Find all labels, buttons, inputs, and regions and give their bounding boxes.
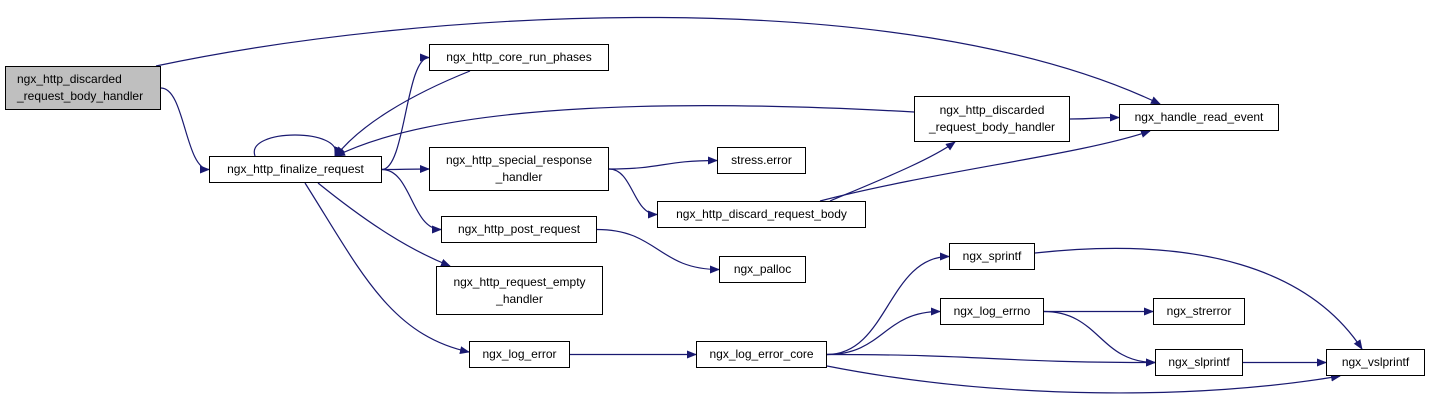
node-label: _handler [496, 291, 543, 306]
node-label: ngx_sprintf [962, 249, 1022, 263]
edge-discard-body-to-discarded-handler2 [829, 141, 956, 202]
node-post-request[interactable]: ngx_http_post_request [441, 216, 597, 243]
node-label: _request_body_handler [17, 89, 144, 103]
node-label: ngx_log_errno [953, 304, 1031, 318]
edge-root-to-read-event [155, 16, 1161, 105]
node-stress-error[interactable]: stress.error [717, 147, 806, 174]
edge-sprintf-to-vslprintf [1034, 247, 1363, 350]
edge-special-response-to-discard-body [608, 168, 658, 219]
node-label: _handler [495, 170, 543, 184]
node-palloc[interactable]: ngx_palloc [719, 256, 806, 283]
node-log-error-core[interactable]: ngx_log_error_core [696, 341, 827, 368]
node-label: ngx_http_finalize_request [227, 162, 364, 176]
node-label: ngx_http_discard_request_body [676, 207, 847, 221]
node-root[interactable]: ngx_http_discarded _request_body_handler [5, 66, 161, 110]
edge-log-error-core-to-log-errno [826, 307, 941, 356]
edge-run-phases-to-finalize [335, 70, 471, 157]
node-label: ngx_http_core_run_phases [446, 50, 592, 64]
node-discard-body[interactable]: ngx_http_discard_request_body [657, 201, 866, 228]
node-label: ngx_http_special_response [445, 153, 593, 167]
node-label: ngx_http_post_request [457, 222, 581, 236]
node-empty-handler[interactable]: ngx_http_request_empty _handler [436, 266, 603, 315]
node-label: ngx_http_discarded [939, 103, 1045, 117]
node-special-response[interactable]: ngx_http_special_response _handler [429, 147, 609, 191]
node-slprintf[interactable]: ngx_slprintf [1155, 349, 1243, 376]
edge-finalize-to-special-response [381, 165, 430, 174]
node-label: ngx_http_discarded [17, 72, 122, 86]
edge-log-errno-to-slprintf [1043, 310, 1156, 367]
node-label: ngx_log_error [482, 347, 557, 361]
node-log-error[interactable]: ngx_log_error [469, 341, 570, 368]
node-label: _request_body_handler [928, 120, 1056, 134]
node-label: ngx_palloc [733, 262, 792, 276]
edge-special-response-to-stress-error [608, 156, 718, 170]
node-label: ngx_http_request_empty [453, 274, 586, 289]
edge-finalize-to-run-phases [381, 53, 430, 171]
node-strerror[interactable]: ngx_strerror [1153, 298, 1245, 325]
edge-root-to-finalize [160, 87, 210, 174]
node-discarded-handler2[interactable]: ngx_http_discarded _request_body_handler [914, 96, 1070, 142]
edge-finalize-to-post-request [381, 168, 442, 234]
node-label: stress.error [731, 153, 792, 167]
node-label: ngx_log_error_core [709, 347, 814, 361]
edge-finalize-to-empty-handler [317, 182, 451, 267]
node-sprintf[interactable]: ngx_sprintf [949, 243, 1035, 270]
node-run-phases[interactable]: ngx_http_core_run_phases [429, 44, 609, 71]
node-read-event[interactable]: ngx_handle_read_event [1119, 104, 1279, 131]
node-label: ngx_strerror [1166, 304, 1232, 318]
edge-finalize-to-finalize [253, 134, 342, 157]
edge-discard-body-to-read-event [819, 130, 1151, 202]
edge-post-request-to-palloc [596, 228, 720, 274]
edge-finalize-to-log-error [304, 182, 470, 355]
edge-log-error-core-to-vslprintf [826, 365, 1341, 394]
edge-discarded-handler2-to-finalize [335, 105, 915, 157]
node-vslprintf[interactable]: ngx_vslprintf [1326, 349, 1425, 376]
edge-log-error-core-to-sprintf [826, 252, 950, 356]
edge-discarded-handler2-to-read-event [1069, 113, 1120, 122]
node-finalize[interactable]: ngx_http_finalize_request [209, 156, 382, 183]
node-label: ngx_handle_read_event [1134, 110, 1264, 124]
node-log-errno[interactable]: ngx_log_errno [940, 298, 1044, 325]
node-label: ngx_vslprintf [1341, 355, 1410, 369]
edge-log-error-core-to-slprintf [826, 353, 1156, 367]
node-label: ngx_slprintf [1168, 355, 1230, 369]
